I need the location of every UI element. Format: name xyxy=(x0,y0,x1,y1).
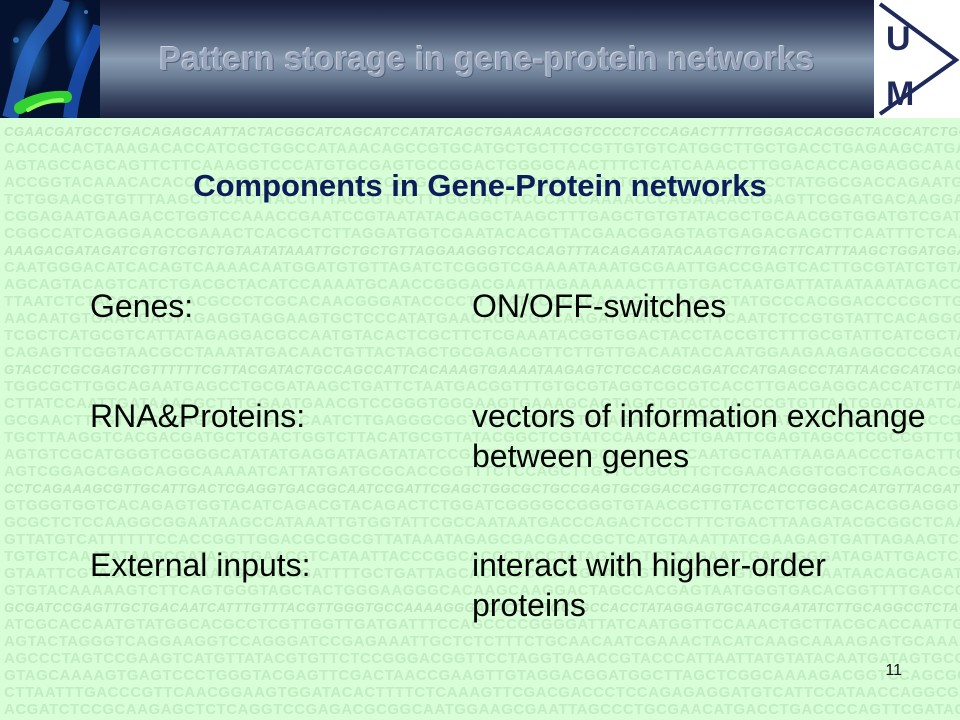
row-label-rna-proteins: RNA&Proteins: xyxy=(90,398,306,434)
dna-texture-line: CAATGGGACATCACAGTCAAAACAATGGATGTGTTAGATC… xyxy=(4,260,960,276)
row-label-genes: Genes: xyxy=(90,288,194,324)
dna-texture-line: GCGAACTTAGTCGCCCAGAGGCTGGGCAATCTTGAGGGCG… xyxy=(4,413,960,429)
dna-texture-line: AGTACTAGGGTCAGGAAGGTCCAGGGATCCGAGAAATTGC… xyxy=(4,634,960,650)
dna-texture-line: AGCCCTAGTCCGAAGTCATGTTATACGTGTTCTCCGGGAC… xyxy=(4,651,960,667)
dna-texture-line: GTAGCAAAAGTGAGTCCCTGGGTACGAGTTCGACTAACCG… xyxy=(4,668,960,684)
logo-letter-m: M xyxy=(886,75,914,113)
dna-texture-line: CACCACACTAAAGACACCATCGCTGGCCATAAACAGCCGT… xyxy=(4,141,960,157)
dna-texture-line: ACCGGTACAAACACACCTCGTGCGCCTCGCCTACCATGAG… xyxy=(4,175,960,191)
logo-letter-u: U xyxy=(886,20,911,58)
university-logo: U M xyxy=(874,0,960,118)
dna-texture-line: TGCTTAAGGTCACGACGATGCTCGACTGGTCTTACATGCG… xyxy=(4,430,960,446)
row-value-genes: ON/OFF-switches xyxy=(472,288,727,324)
dna-texture-line: CAGAGTTCGGTAACGCCTAAATATGACAACTGTTACTAGC… xyxy=(4,345,960,361)
dna-texture-line: TCGCTCATGCGTCATTATAGAGGACGCCAATGTACACTCG… xyxy=(4,328,960,344)
dna-texture-line: AGTGTCGCATGGGTCGGGGCATATATGAGGATAGATATAT… xyxy=(4,447,960,463)
dna-sequence-background: CGAACGATGCCTGACAGAGCAATTACTACGGCATCAGCAT… xyxy=(0,118,960,720)
slide-header-title: Pattern storage in gene-protein networks xyxy=(159,40,815,77)
dna-texture-line: TCTGGAACGTGTTTAAGCTCCACTTACCTTTACGGTGCTT… xyxy=(4,192,960,208)
row-value-rna-proteins: vectors of information exchange between … xyxy=(472,398,926,474)
dna-texture-line: TTAATCTCTACCGGTCAACGCCCTCGCACAACGGGATACC… xyxy=(4,294,960,310)
header-band: Pattern storage in gene-protein networks… xyxy=(0,0,960,118)
fluorescence-image xyxy=(0,0,100,118)
dna-texture-line: CGAACGATGCCTGACAGAGCAATTACTACGGCATCAGCAT… xyxy=(4,124,960,139)
row-label-external-inputs: External inputs: xyxy=(90,547,311,583)
dna-texture-line: GTGTACAAAAAGTCTTCAGTGGGTAGCTACTGGGAAGGGC… xyxy=(4,583,960,599)
page-number: 11 xyxy=(885,662,902,679)
header-gradient-band xyxy=(100,0,874,118)
dna-texture-line: CGGAGAATGAAGACCTGGTCCAAACCGAATCCGTAATATA… xyxy=(4,209,960,225)
row-value-external-inputs: interact with higher-order proteins xyxy=(472,547,826,623)
dna-texture-line: CTTAATTTGACCCGTTCAACGGAAGTGGATACACTTTTCT… xyxy=(4,685,960,701)
dna-texture-line: GTACCTCGCGAGTCGTTTTTTCGTTACGATACTGCCAGCC… xyxy=(4,362,960,377)
dna-texture-line: TGGCGCTTGGCAGAATGAGCCTGCGATAAGCTGATTCTAA… xyxy=(4,379,960,395)
dna-texture-line: GTGGGTGGTCACAGAGTGGTACATCAGACGTACAGACTCT… xyxy=(4,498,960,514)
dna-texture-line: AGTCGGAGCGAGCAGGCAAAAATCATTATGATGCGCACCG… xyxy=(4,464,960,480)
dna-texture-line: AGTAGCCAGCAGTTCTTCAAAGGTCCCATGTGCGAGTGCC… xyxy=(4,158,960,174)
dna-texture-line: ACGATCTCCGCAAGAGCTCTCAGGTCCGAGACGCGGCAAT… xyxy=(4,702,960,718)
slide-heading: Components in Gene-Protein networks xyxy=(193,168,767,203)
dna-texture-line: TGTGTCAAATATAAGCGATAGCTGAACGTCATAATTACCC… xyxy=(4,549,960,565)
dna-texture-line: AACAATGTGAAGGAGTAGAGGTAGGAAGTGCTCCCATATG… xyxy=(4,311,960,327)
dna-texture-line: GTTATGTCATTTTTTCCACCGGTTGGACGCGGCGTTATAA… xyxy=(4,532,960,548)
dna-texture-line: CCTCAGAAAGCGTTGCATTGACTCGAGGTGACGGCAATCC… xyxy=(4,481,960,496)
dna-texture-line: GCGCTCTCCAAGGCGGAATAAGCCATAAATTGTGGTATTC… xyxy=(4,515,960,531)
dna-texture-line: AGCAGTACAGTCATCTGACGCTACATCCAAAATGCAACCG… xyxy=(4,277,960,293)
dna-texture-line: CTTATCCAATTGATAAACGCTTTGGAATGAACGTCCGGGT… xyxy=(4,396,960,412)
dna-texture-line: GTAATTCGTAGACGCCCTAAAGCCTCAGATTTTGCTGATT… xyxy=(4,566,960,582)
dna-texture-line: CGGCCATCAGGGAACCGAAACTCACGCTCTTAGGATGGTC… xyxy=(4,226,960,242)
dna-texture-line: ATCGCACCAATGTATGGCACGCCTCGTTGGTTGATGATTT… xyxy=(4,617,960,633)
dna-texture-line: AAAGACGATAGATCGTGTCGTCTGTAATATAAATTGCTGC… xyxy=(4,243,960,258)
dna-texture-line: GCGATCCGAGTTGCTGACAATCATTTGTTTACGTTGGGTG… xyxy=(4,600,960,615)
